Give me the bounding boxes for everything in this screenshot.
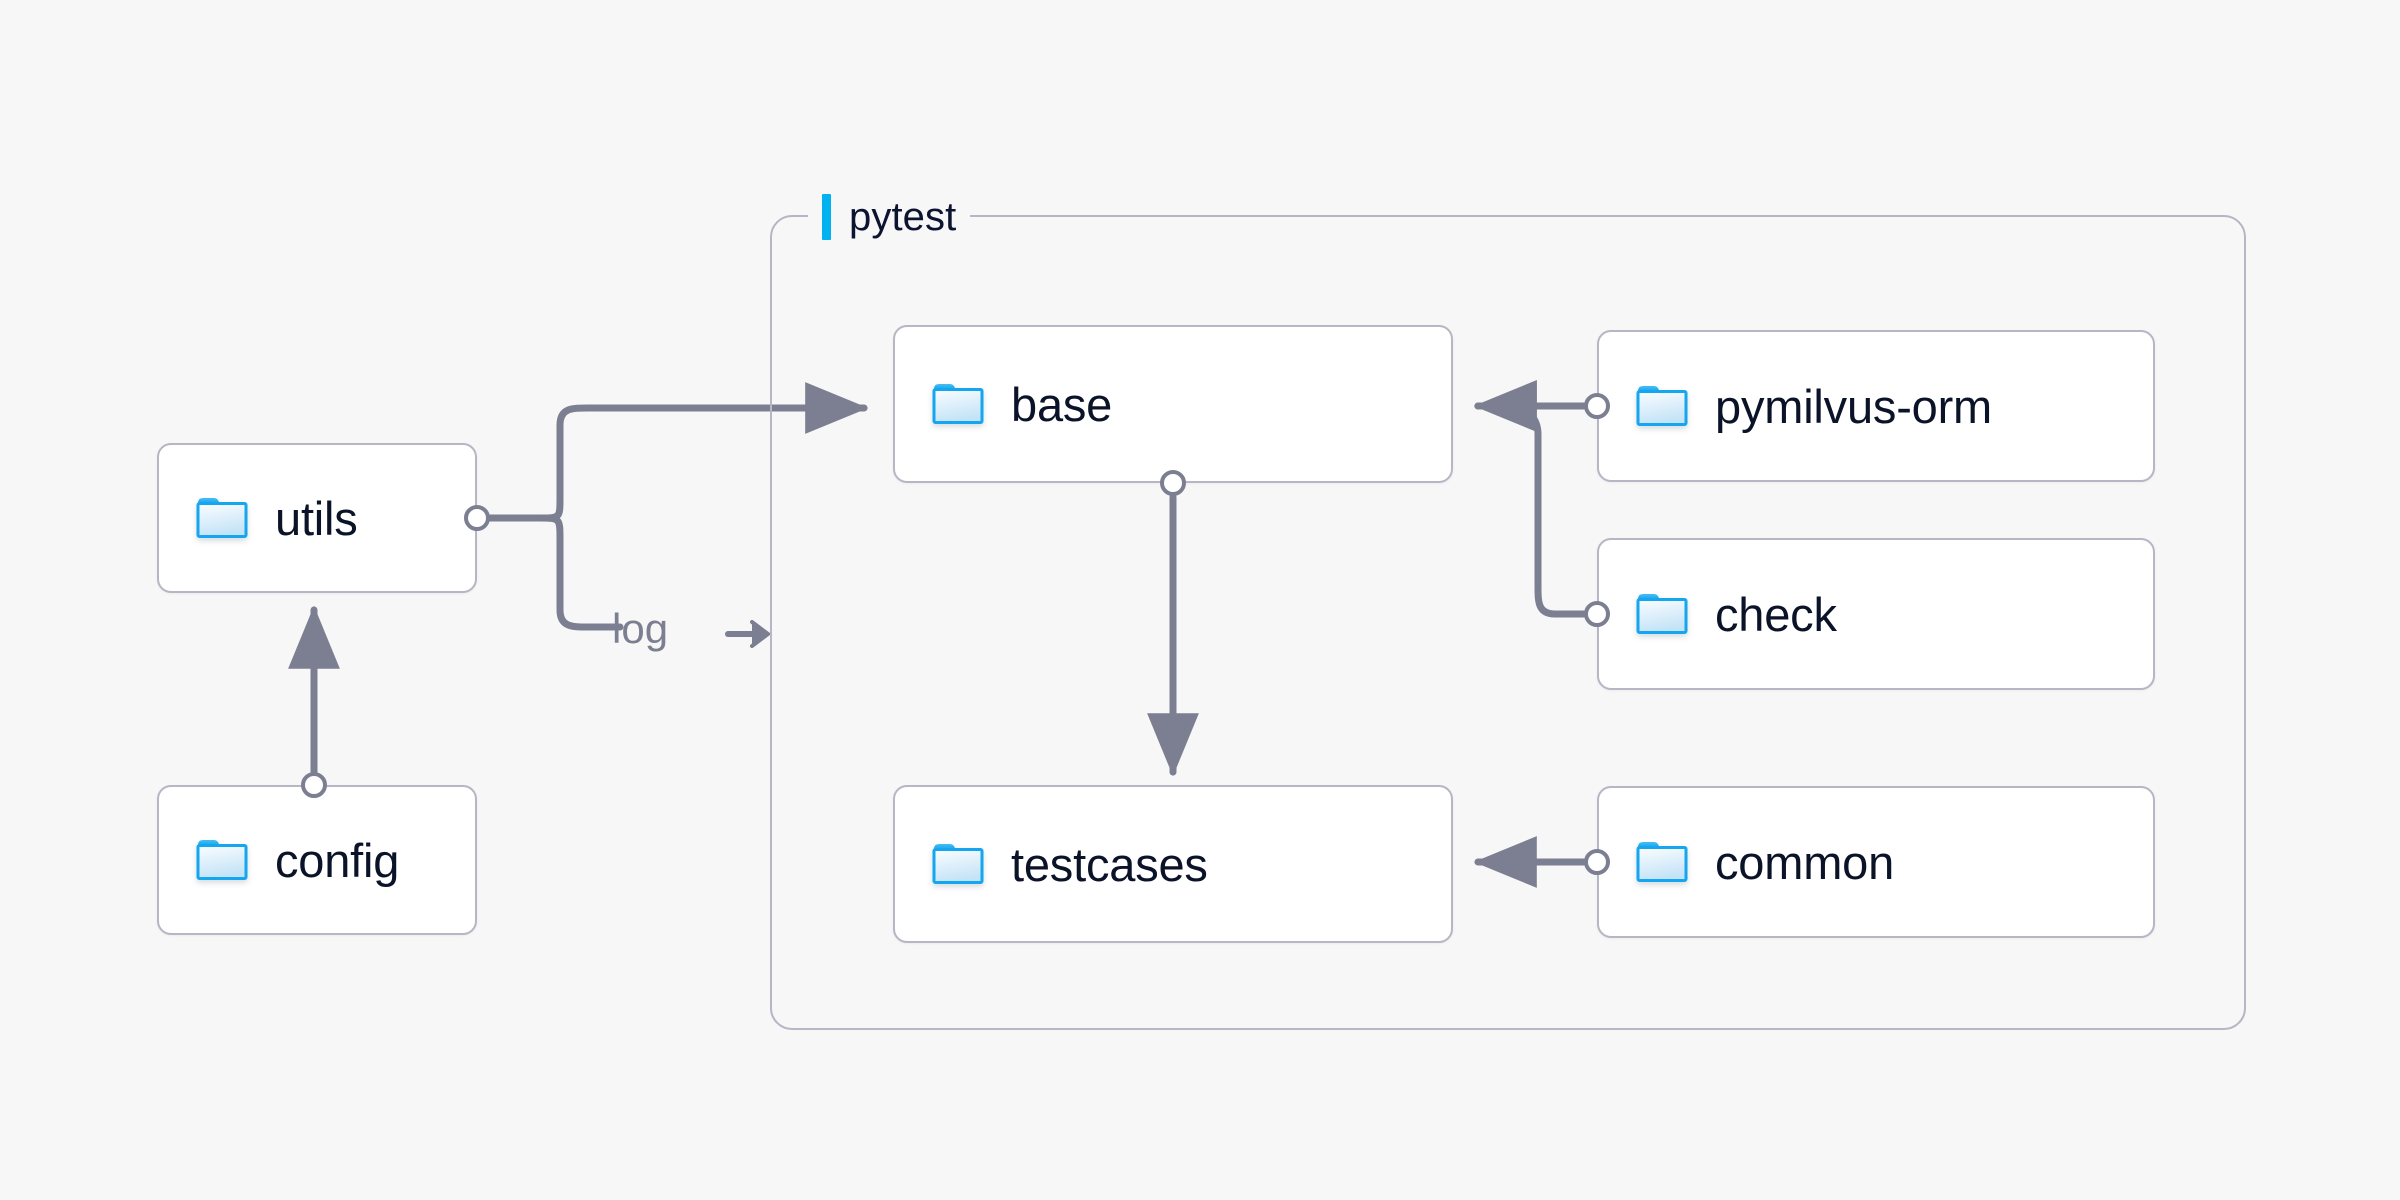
port-common-left[interactable] — [1584, 849, 1610, 875]
group-pytest-title: pytest — [808, 190, 971, 244]
node-testcases-label: testcases — [1011, 837, 1208, 891]
folder-icon — [932, 384, 984, 424]
port-utils-right[interactable] — [464, 505, 490, 531]
node-config-label: config — [275, 833, 400, 887]
node-check-label: check — [1715, 587, 1837, 641]
node-utils[interactable]: utils — [157, 443, 477, 593]
folder-icon — [196, 498, 248, 538]
node-check[interactable]: check — [1597, 538, 2155, 690]
group-pytest-label: pytest — [849, 194, 957, 239]
folder-icon — [1636, 842, 1688, 882]
log-arrow-icon — [725, 620, 772, 648]
edge-utils-to-log — [536, 514, 624, 631]
port-config-top[interactable] — [301, 772, 327, 798]
node-pymilvus-orm[interactable]: pymilvus-orm — [1597, 330, 2155, 482]
port-pymilvus-orm-left[interactable] — [1584, 393, 1610, 419]
node-base-label: base — [1011, 377, 1113, 431]
node-config[interactable]: config — [157, 785, 477, 935]
folder-icon — [1636, 594, 1688, 634]
port-check-left[interactable] — [1584, 601, 1610, 627]
node-utils-label: utils — [275, 491, 358, 545]
node-pymilvus-orm-label: pymilvus-orm — [1715, 379, 1993, 433]
node-testcases[interactable]: testcases — [893, 785, 1453, 943]
folder-icon — [932, 844, 984, 884]
folder-icon — [196, 840, 248, 880]
group-accent-bar-icon — [822, 194, 831, 240]
port-base-bottom[interactable] — [1160, 470, 1186, 496]
group-pytest[interactable] — [770, 215, 2246, 1030]
node-common[interactable]: common — [1597, 786, 2155, 938]
node-common-label: common — [1715, 835, 1895, 889]
folder-icon — [1636, 386, 1688, 426]
node-base[interactable]: base — [893, 325, 1453, 483]
edge-label-log: log — [612, 605, 669, 652]
